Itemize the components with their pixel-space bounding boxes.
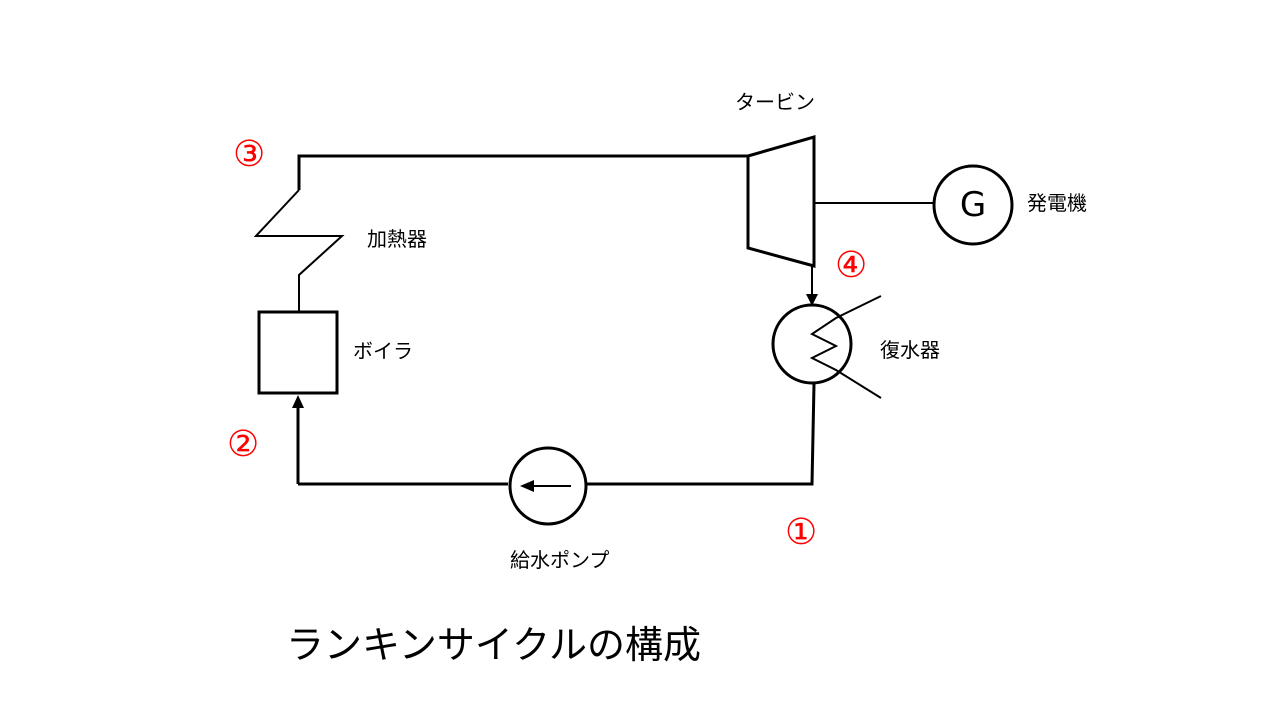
state-marker-2: ② <box>227 424 260 465</box>
generator-symbol: G <box>959 185 987 225</box>
feed-pump-circle <box>508 446 588 526</box>
generator-label: 発電機 <box>1027 191 1087 215</box>
diagram-title: ランキンサイクルの構成 <box>286 623 701 667</box>
feed-pump-label: 給水ポンプ <box>510 548 610 572</box>
pipe-heater-to-turbine <box>297 154 748 190</box>
state-marker-3: ③ <box>233 134 266 175</box>
generator-circle <box>932 164 1014 246</box>
arrow-into-boiler <box>292 395 304 408</box>
turbine-label: タービン <box>735 90 815 114</box>
turbine-shape <box>746 135 816 268</box>
state-marker-4: ④ <box>835 245 868 286</box>
pipe-condenser-to-pump <box>587 383 816 486</box>
feed-pump-arrow-head <box>520 480 534 492</box>
condenser-label: 復水器 <box>880 338 940 362</box>
boiler-box <box>257 310 339 395</box>
heater-coil <box>253 189 345 312</box>
arrow-into-condenser <box>806 294 818 306</box>
heater-label: 加熱器 <box>367 227 427 251</box>
state-marker-1: ① <box>785 512 818 553</box>
condenser-circle <box>771 303 853 385</box>
boiler-label: ボイラ <box>353 339 413 363</box>
condenser-coil <box>809 295 882 399</box>
